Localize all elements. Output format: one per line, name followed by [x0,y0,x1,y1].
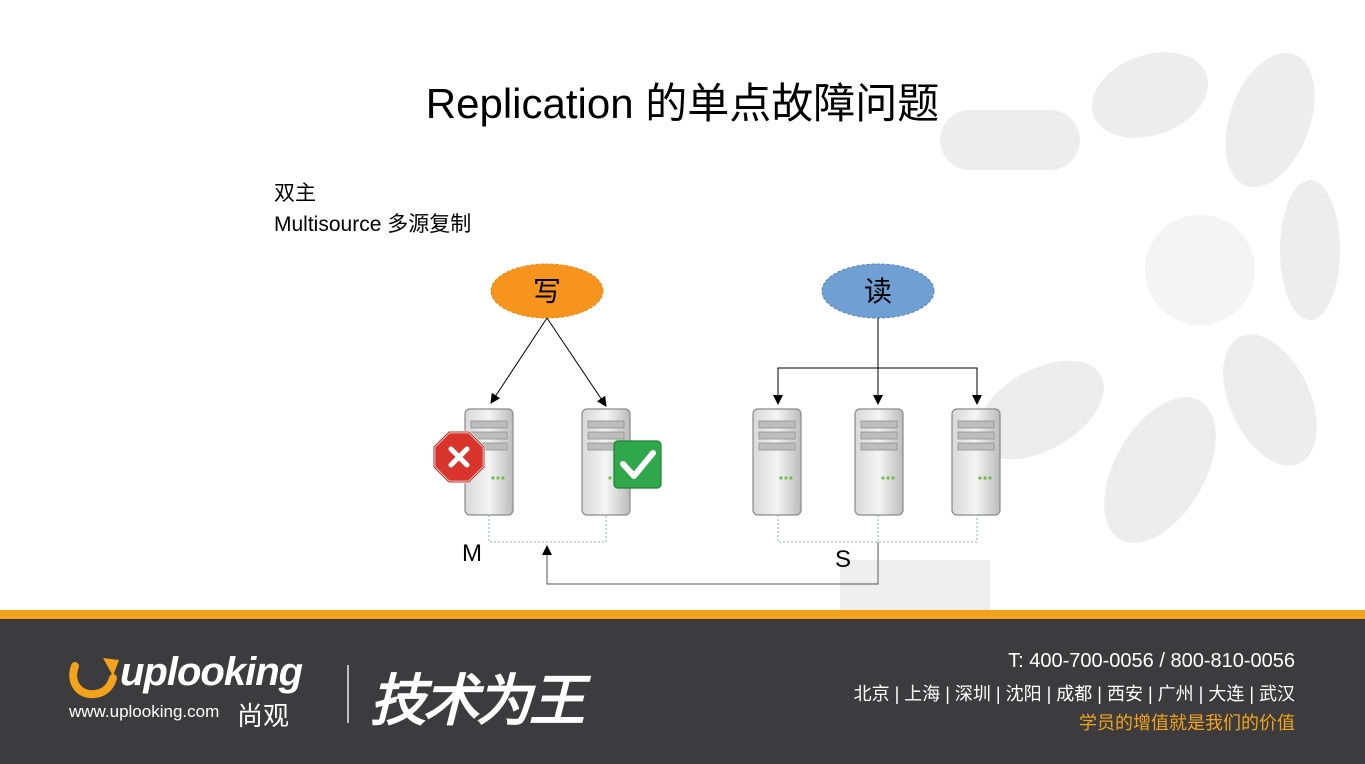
write-arrow-left [490,317,548,404]
footer-accent-stripe [0,610,1365,619]
brand-url: www.uplooking.com [69,702,220,721]
slave-server-1 [752,408,802,516]
slave-server-3 [951,408,1001,516]
error-x-octagon-icon [432,430,486,484]
uplooking-logo-icon [69,658,119,699]
replication-diagram: 写 读 M S [432,263,1001,585]
brand-cn: 尚观 [237,701,290,731]
slave-group-label: S [835,546,851,573]
background-decoration [840,52,1340,610]
footer-divider [347,665,349,723]
page-title: Replication 的单点故障问题 [425,80,940,127]
contact-phone: T: 400-700-0056 / 800-810-0056 [1008,650,1295,672]
read-arrows [773,318,982,405]
slave-server-2 [854,408,904,516]
slave-group-bracket [777,515,978,543]
write-node: 写 [490,263,604,319]
green-check-icon [613,440,662,489]
replication-arrow [542,542,879,585]
brand-name: uplooking [120,650,303,694]
subtitle-line-2: Multisource 多源复制 [274,213,472,236]
contact-cities: 北京 | 上海 | 深圳 | 沈阳 | 成都 | 西安 | 广州 | 大连 | … [853,684,1295,704]
contact-motto: 学员的增值就是我们的价值 [1079,713,1295,733]
slogan: 技术为王 [370,669,585,732]
read-label: 读 [864,275,892,308]
master-group-label: M [462,540,482,567]
read-node: 读 [821,263,935,319]
write-arrow-right [546,317,607,407]
master-group-bracket [488,515,607,543]
footer-bar [0,610,1365,764]
write-label: 写 [533,275,561,308]
subtitle-line-1: 双主 [274,182,316,205]
